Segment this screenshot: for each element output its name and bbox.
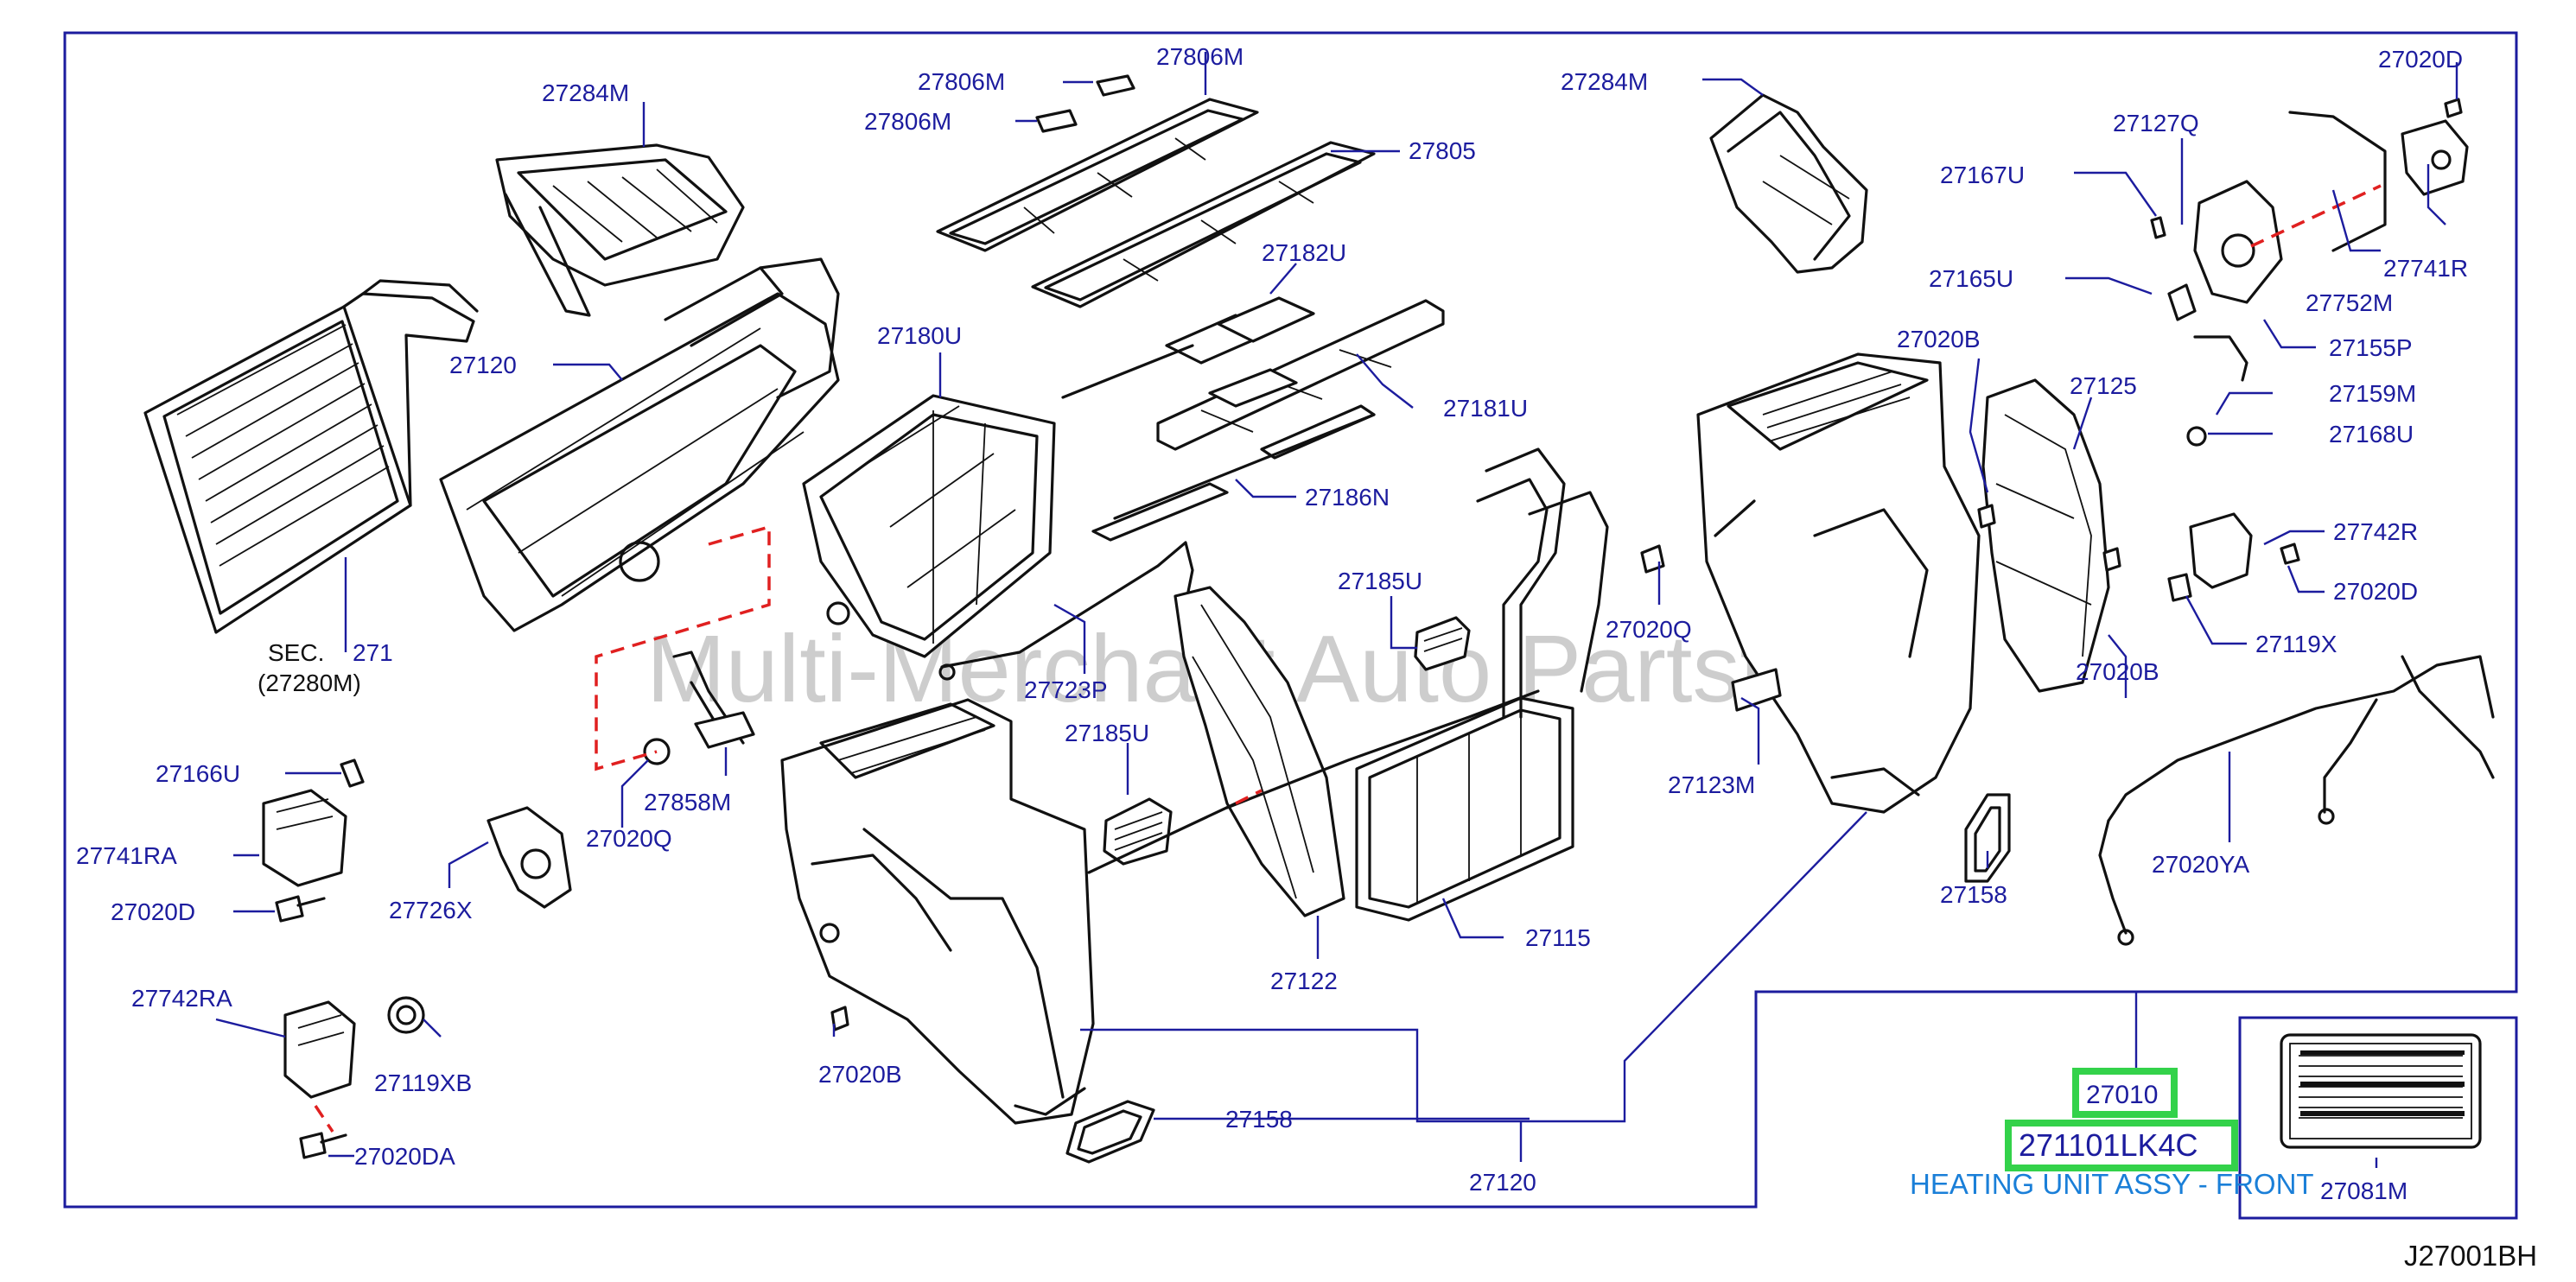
label-27742r: 27742R xyxy=(2333,518,2418,545)
door-27181u-part xyxy=(1156,299,1445,451)
label-27806m-upper: 27806M xyxy=(918,68,1005,95)
label-27115: 27115 xyxy=(1525,924,1591,951)
label-27185u-upper: 27185U xyxy=(1338,568,1422,594)
highlight-group: 27010 271101LK4C HEATING UNIT ASSY - FRO… xyxy=(1910,1068,2314,1200)
label-27020b-top: 27020B xyxy=(1897,326,1981,352)
bolt-27020da-part xyxy=(299,1132,347,1159)
label-27182u: 27182U xyxy=(1262,239,1346,266)
label-27120-upper: 27120 xyxy=(449,352,517,378)
seal-27158-left-part xyxy=(1065,1100,1155,1164)
label-27020d-top: 27020D xyxy=(2378,46,2463,73)
label-27120-lower: 27120 xyxy=(1469,1169,1536,1196)
clip-parts xyxy=(830,504,2121,1031)
label-27181u: 27181U xyxy=(1443,395,1528,422)
heater-case-right-part xyxy=(1696,352,1981,814)
label-27020q-right: 27020Q xyxy=(1606,616,1692,643)
label-27185u-lower: 27185U xyxy=(1065,720,1149,746)
mode-actuator-parts xyxy=(2150,98,2469,447)
highlight-box-271101lk4c xyxy=(2005,1120,2238,1171)
label-box-frame xyxy=(2238,1016,2518,1220)
dashed-connection xyxy=(595,524,771,771)
label-27752m: 27752M xyxy=(2306,289,2393,316)
label-27119xb: 27119XB xyxy=(374,1069,472,1096)
label-27125: 27125 xyxy=(2070,372,2137,399)
duct-27122-part xyxy=(1174,586,1345,917)
label-27127q: 27127Q xyxy=(2113,110,2199,136)
label-27806m-lower: 27806M xyxy=(864,108,951,135)
filter-clip-27806m-part xyxy=(1035,74,1135,133)
label-27081m: 27081M xyxy=(2320,1177,2407,1204)
label-27168u: 27168U xyxy=(2329,421,2414,447)
label-sec-number: 271 xyxy=(353,639,393,666)
label-27020b-bottom: 27020B xyxy=(818,1061,902,1088)
dashed-connection xyxy=(2250,184,2382,248)
label-sec-sub: (27280M) xyxy=(258,670,361,696)
actuator-27742ra-part xyxy=(283,1000,356,1099)
label-27284m-right: 27284M xyxy=(1561,68,1648,95)
heating-unit-description: HEATING UNIT ASSY - FRONT xyxy=(1910,1168,2314,1200)
sensor-27726x-part xyxy=(487,806,572,909)
label-27020ya: 27020YA xyxy=(2152,851,2249,878)
label-27123m: 27123M xyxy=(1668,771,1755,798)
label-27155p: 27155P xyxy=(2329,334,2413,361)
label-27805: 27805 xyxy=(1409,137,1476,164)
diagram-code: J27001BH xyxy=(2404,1240,2537,1272)
dashed-connection xyxy=(1235,789,1263,805)
heater-case-left-part xyxy=(780,698,1095,1125)
duct-27284m-left-part xyxy=(495,143,745,317)
label-27726x: 27726X xyxy=(389,897,473,923)
hose-27858m-part xyxy=(643,651,755,765)
label-27742ra: 27742RA xyxy=(131,985,232,1012)
label-27284m-left: 27284M xyxy=(542,79,629,106)
heater-core-27115-part xyxy=(1355,447,1609,922)
filter-27805-part xyxy=(936,98,1376,308)
label-plate-27081m-part xyxy=(2280,1033,2482,1149)
label-27159m: 27159M xyxy=(2329,380,2416,407)
dashed-connection xyxy=(314,1105,334,1133)
duct-27284m-right-part xyxy=(1709,93,1868,274)
duct-27125-part xyxy=(1981,378,2110,693)
label-27020q-left: 27020Q xyxy=(586,825,672,852)
grille-27185u-part xyxy=(1103,616,1471,866)
blower-case-upper-part xyxy=(439,257,840,632)
harness-27020ya-part xyxy=(2098,655,2495,946)
label-27166u: 27166U xyxy=(156,760,240,787)
label-27741r: 27741R xyxy=(2383,255,2468,282)
label-sec: SEC. xyxy=(268,639,324,666)
clip-27119xb-part xyxy=(387,996,425,1034)
label-27158-left: 27158 xyxy=(1225,1106,1293,1133)
label-27723p: 27723P xyxy=(1024,676,1108,703)
highlight-box-27010 xyxy=(2072,1068,2178,1118)
diagram-frame xyxy=(63,31,2518,1209)
intake-door-27180u-part xyxy=(802,394,1056,658)
evaporator-core-part xyxy=(143,279,479,634)
actuator-27742r-part xyxy=(2167,512,2300,602)
bolt-27020d-part xyxy=(275,895,326,923)
label-27122: 27122 xyxy=(1270,968,1338,994)
highlight-part-271101lk4c: 271101LK4C xyxy=(2019,1127,2198,1163)
label-27020d-right: 27020D xyxy=(2333,578,2418,605)
label-27020d-left: 27020D xyxy=(111,898,195,925)
label-27119x: 27119X xyxy=(2255,631,2337,657)
seal-27158-right-part xyxy=(1964,793,2011,883)
link-rod-27723p-part xyxy=(938,541,1194,681)
label-27180u: 27180U xyxy=(877,322,962,349)
door-27186n-part xyxy=(1091,404,1376,542)
highlight-part-27010: 27010 xyxy=(2086,1081,2158,1109)
label-27165u: 27165U xyxy=(1929,265,2013,292)
label-27167u: 27167U xyxy=(1940,162,2025,188)
label-27020b-mid: 27020B xyxy=(2076,658,2159,685)
label-27806m-top: 27806M xyxy=(1156,43,1243,70)
label-27158-right: 27158 xyxy=(1940,881,2007,908)
part-labels: 27284M 27806M 27806M 27806M 27805 27284M… xyxy=(76,43,2468,1204)
label-27020da: 27020DA xyxy=(354,1143,455,1170)
door-27182u-part xyxy=(1061,296,1315,399)
actuator-27741ra-part xyxy=(262,758,365,887)
leader-lines xyxy=(215,52,2458,1168)
label-27858m: 27858M xyxy=(644,789,731,816)
label-27741ra: 27741RA xyxy=(76,842,177,869)
label-27186n: 27186N xyxy=(1305,484,1390,511)
